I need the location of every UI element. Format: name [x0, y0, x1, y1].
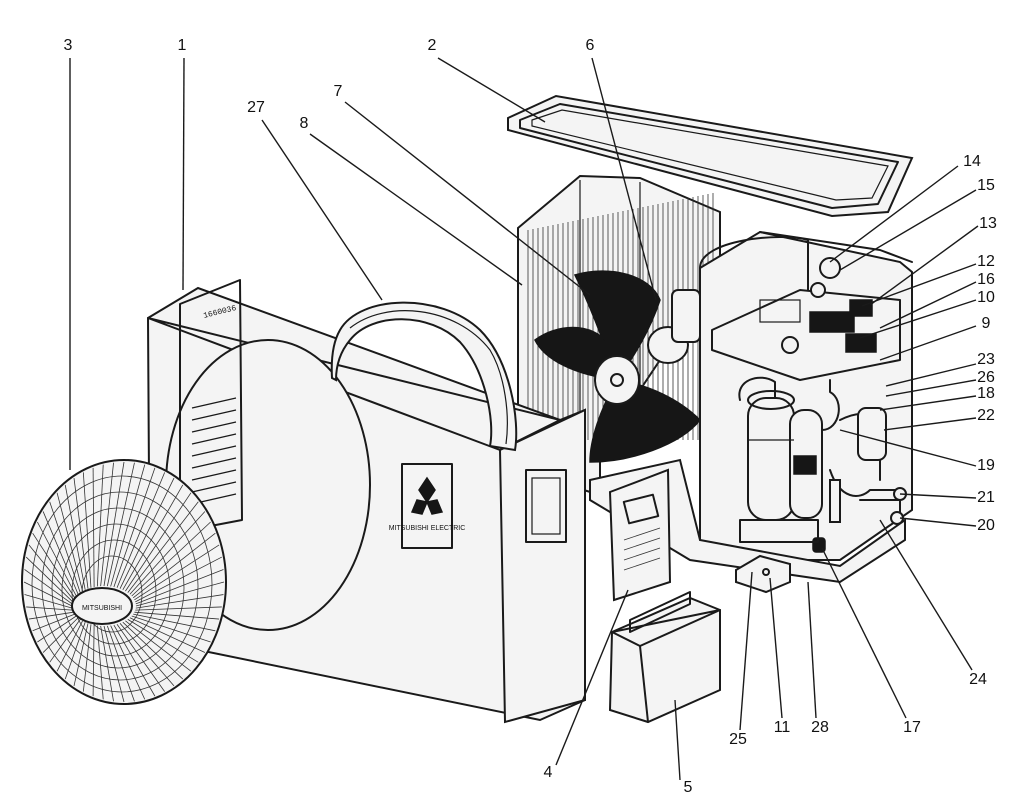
grille-badge: MITSUBISHI — [82, 605, 122, 612]
callout-8: 8 — [300, 115, 309, 132]
callout-11: 11 — [774, 719, 791, 736]
leader-9 — [879, 325, 977, 361]
leader-20 — [899, 517, 977, 527]
service-panel — [608, 468, 672, 602]
callout-20: 20 — [977, 517, 995, 534]
callout-1: 1 — [178, 37, 187, 54]
callout-12: 12 — [977, 253, 995, 270]
callout-2: 2 — [428, 37, 437, 54]
callout-23: 23 — [977, 351, 995, 368]
callout-27: 27 — [247, 99, 265, 116]
callout-25: 25 — [729, 731, 747, 748]
callout-15: 15 — [977, 177, 995, 194]
fan-guard-ring — [330, 301, 518, 452]
fan-propeller — [534, 270, 702, 463]
leader-21 — [899, 493, 977, 499]
leader-15 — [839, 189, 977, 271]
leader-25 — [739, 571, 753, 731]
callout-9: 9 — [982, 315, 991, 332]
leader-7 — [344, 101, 591, 296]
leader-2 — [437, 57, 546, 123]
callout-19: 19 — [977, 457, 995, 474]
fan-motor — [647, 289, 701, 364]
refrigerant-piping — [738, 376, 907, 553]
leader-10 — [859, 299, 977, 339]
leader-8 — [309, 133, 523, 286]
callout-21: 21 — [977, 489, 995, 506]
leader-5 — [674, 699, 681, 781]
callout-28: 28 — [811, 719, 829, 736]
callout-7: 7 — [334, 83, 343, 100]
leader-11 — [769, 577, 783, 719]
callout-13: 13 — [979, 215, 997, 232]
leader-26 — [885, 379, 977, 397]
leader-19 — [839, 429, 977, 467]
leader-4 — [555, 589, 629, 766]
brand-label: MITSUBISHI ELECTRIC — [389, 525, 466, 532]
callout-4: 4 — [544, 764, 553, 781]
callout-22: 22 — [977, 407, 995, 424]
leader-17 — [821, 547, 907, 719]
callout-5: 5 — [684, 779, 693, 796]
callout-18: 18 — [977, 385, 995, 402]
leader-12 — [861, 263, 977, 307]
callout-10: 10 — [977, 289, 995, 306]
leader-14 — [829, 165, 959, 263]
callout-leaders — [69, 57, 979, 781]
callout-17: 17 — [903, 719, 921, 736]
leader-18 — [879, 395, 977, 411]
top-panel — [507, 94, 914, 218]
terminal-cover — [608, 591, 721, 724]
leader-28 — [807, 581, 817, 719]
callout-3: 3 — [64, 37, 73, 54]
fan-grille: MITSUBISHI — [21, 459, 227, 705]
leader-6 — [591, 57, 657, 301]
callout-14: 14 — [963, 153, 981, 170]
leader-24 — [879, 519, 973, 671]
callout-26: 26 — [977, 369, 995, 386]
leader-22 — [883, 417, 977, 431]
leader-13 — [869, 225, 979, 306]
callout-24: 24 — [969, 671, 987, 688]
leader-23 — [885, 363, 977, 387]
leader-1 — [182, 57, 185, 291]
leader-16 — [879, 281, 977, 329]
compressor — [747, 390, 823, 521]
callout-6: 6 — [586, 37, 595, 54]
leader-27 — [261, 119, 383, 301]
callout-16: 16 — [977, 271, 995, 288]
